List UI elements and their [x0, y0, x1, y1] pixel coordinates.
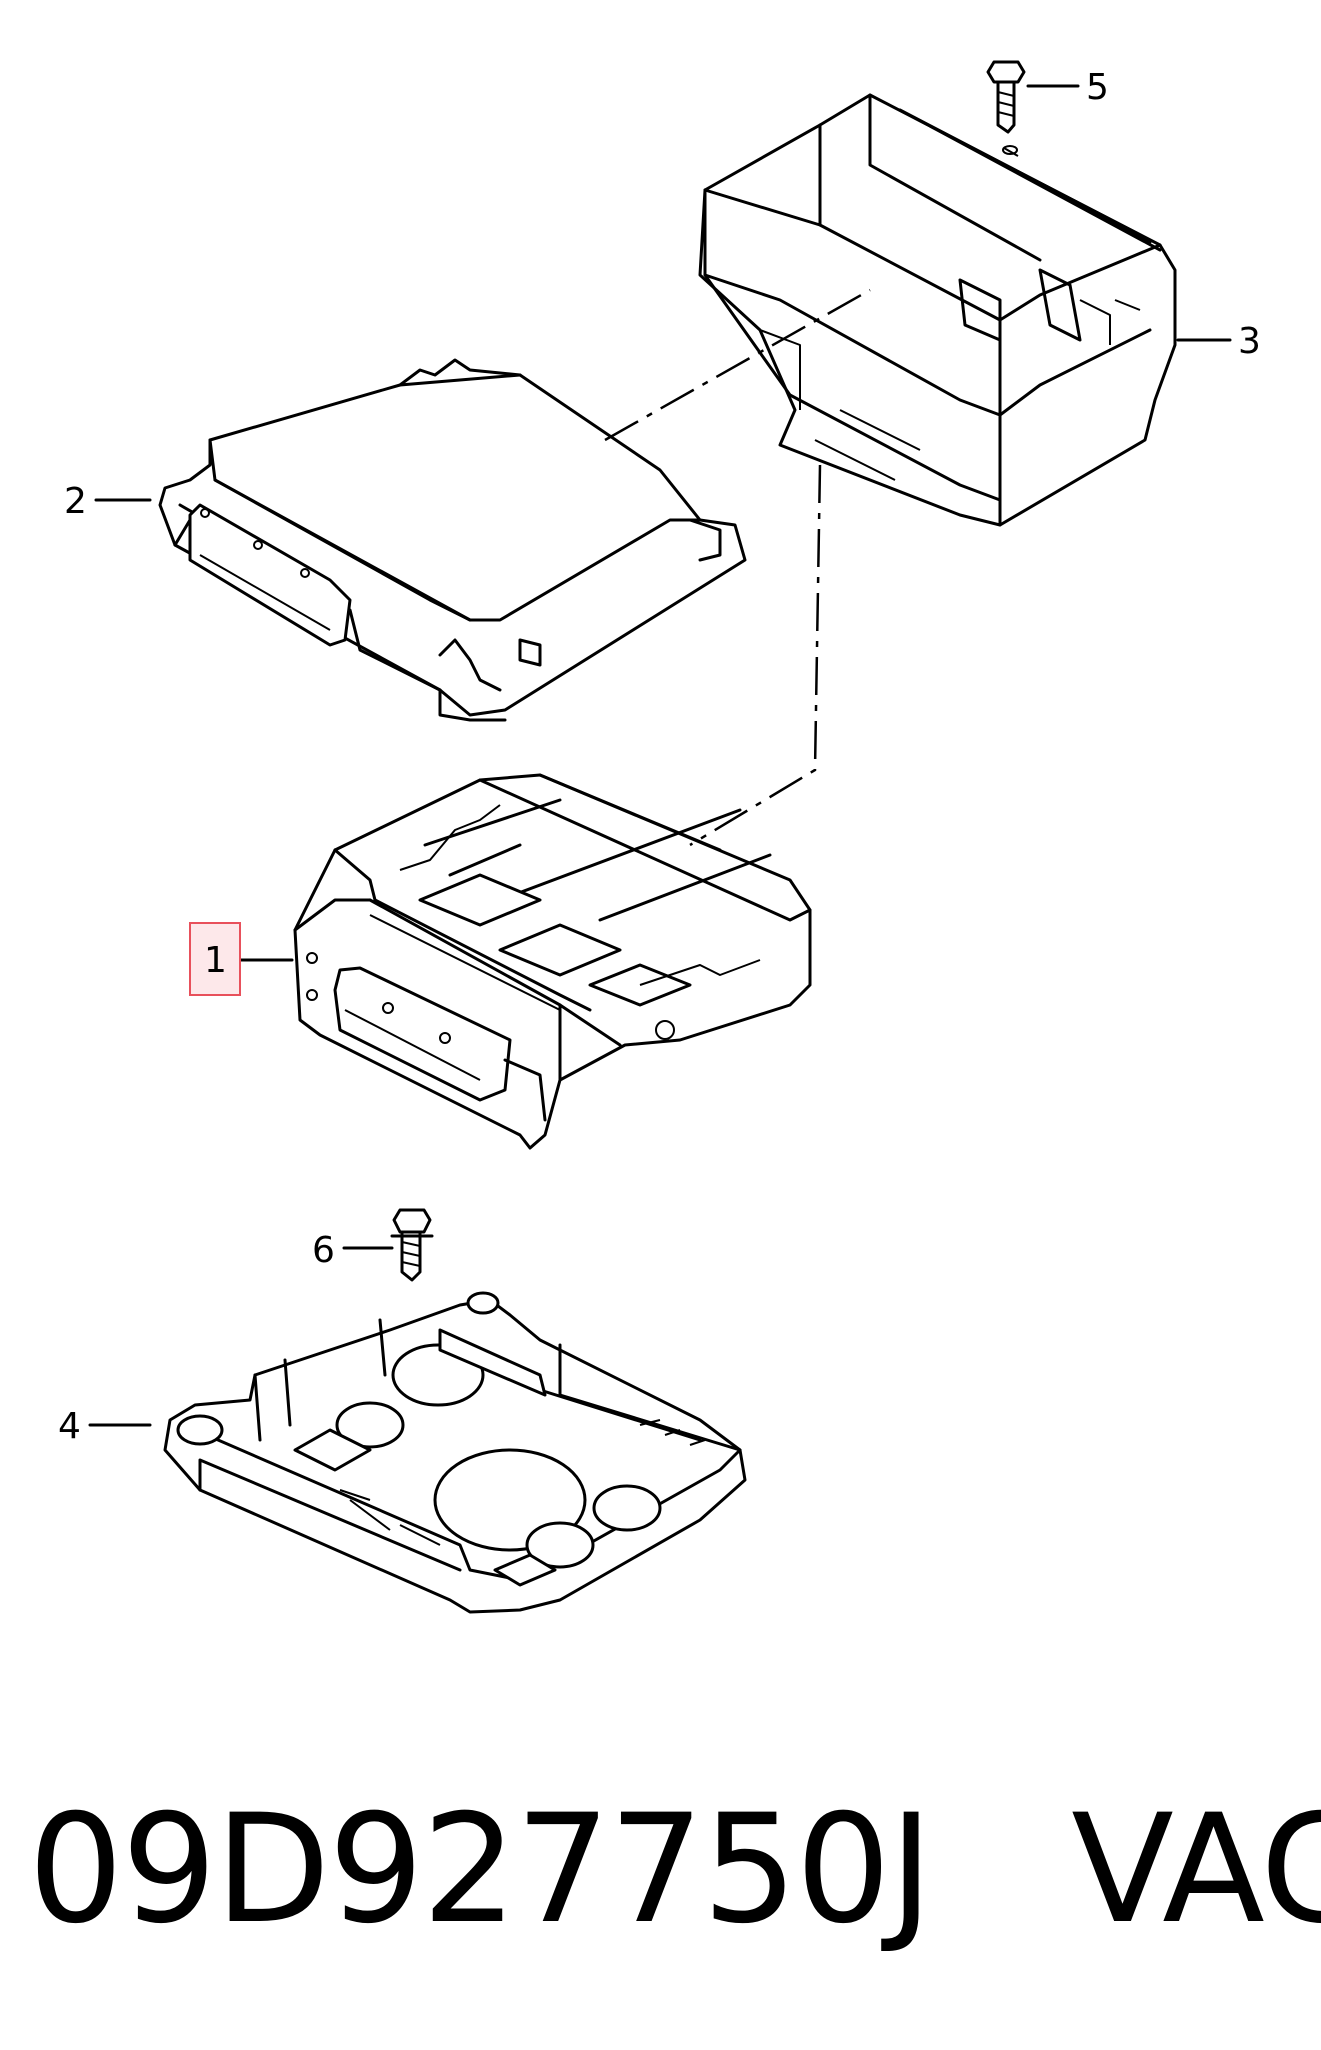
part-2-cover — [158, 358, 747, 722]
callout-1: 1 — [204, 940, 227, 981]
part-6-bolt — [390, 1208, 434, 1282]
part-info: 09D927750J VAG — [28, 1755, 1321, 1985]
callout-leaders — [88, 338, 1232, 1427]
callout-5: 5 — [1086, 67, 1109, 108]
part-4-bracket — [163, 1291, 747, 1614]
callout-6: 6 — [312, 1230, 335, 1271]
callout-labels: 1 2 3 4 5 6 — [58, 67, 1261, 1447]
callout-2: 2 — [64, 481, 87, 522]
part-number: 09D927750J — [28, 1783, 933, 1957]
assembly-lines — [604, 288, 871, 847]
part-5-bolt — [986, 60, 1080, 134]
brand-label: VAG — [1071, 1783, 1321, 1957]
callout-3: 3 — [1238, 321, 1261, 362]
callout-4: 4 — [58, 1406, 81, 1447]
part-1-control-unit — [293, 773, 812, 1150]
callout-1-highlight-box — [189, 922, 241, 996]
part-3-housing — [698, 93, 1177, 527]
